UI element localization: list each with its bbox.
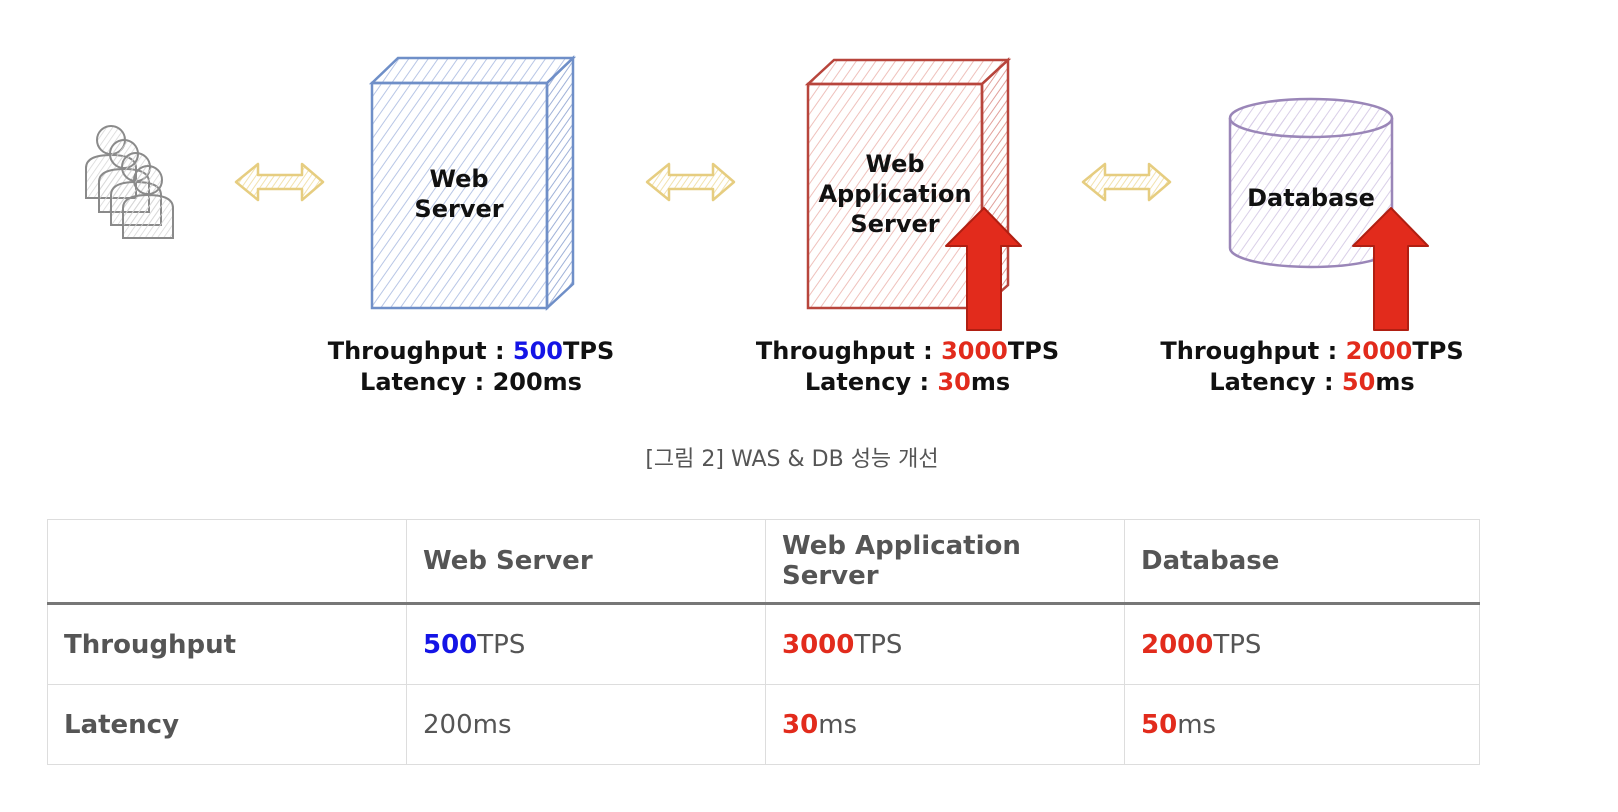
cell-unit: ms (818, 710, 857, 740)
latency-label: Latency : (1209, 368, 1333, 396)
row-label-throughput: Throughput (48, 604, 407, 685)
table-cell: 30ms (766, 685, 1125, 765)
latency-unit: ms (971, 368, 1010, 396)
throughput-unit: TPS (1412, 337, 1463, 365)
cell-number: 3000 (782, 630, 854, 660)
database-label: Database (1247, 184, 1375, 212)
was-label-line3: Server (850, 210, 939, 238)
table-header-row: Web Server Web Application Server Databa… (48, 520, 1480, 604)
throughput-value: 500 (513, 337, 563, 365)
table-header-database: Database (1125, 520, 1480, 604)
cell-unit: ms (1177, 710, 1216, 740)
throughput-unit: TPS (1008, 337, 1059, 365)
web-server-box: Web Server (372, 58, 573, 308)
database-metrics: Throughput : 2000TPS Latency : 50ms (1143, 336, 1481, 398)
table-header-empty (48, 520, 407, 604)
table-cell: 3000TPS (766, 604, 1125, 685)
latency-value: 30 (937, 368, 970, 396)
cell-unit: TPS (854, 630, 902, 660)
throughput-label: Throughput : (1160, 337, 1337, 365)
table-header-was: Web Application Server (766, 520, 1125, 604)
performance-table: Web Server Web Application Server Databa… (47, 519, 1480, 765)
throughput-value: 2000 (1346, 337, 1413, 365)
cell-number: 500 (423, 630, 477, 660)
was-label-line1: Web (865, 150, 924, 178)
figure-caption: [그림 2] WAS & DB 성능 개선 (0, 441, 1584, 473)
latency-label: Latency : (805, 368, 929, 396)
throughput-unit: TPS (563, 337, 614, 365)
was-metrics: Throughput : 3000TPS Latency : 30ms (740, 336, 1075, 398)
cell-unit: TPS (477, 630, 525, 660)
throughput-label: Throughput : (756, 337, 933, 365)
throughput-value: 3000 (941, 337, 1008, 365)
cell-number: 50 (1141, 710, 1177, 740)
web-server-label-line1: Web (429, 165, 488, 193)
web-server-throughput: Throughput : 500TPS (315, 336, 627, 367)
table-cell: 50ms (1125, 685, 1480, 765)
table-row: Latency 200ms 30ms 50ms (48, 685, 1480, 765)
table-cell: 2000TPS (1125, 604, 1480, 685)
latency-value: 200ms (493, 368, 582, 396)
table-cell: 500TPS (407, 604, 766, 685)
was-latency: Latency : 30ms (740, 367, 1075, 398)
web-server-label-line2: Server (414, 195, 503, 223)
latency-unit: ms (1375, 368, 1414, 396)
latency-value: 50 (1342, 368, 1375, 396)
was-throughput: Throughput : 3000TPS (740, 336, 1075, 367)
table-cell: 200ms (407, 685, 766, 765)
bidirectional-arrow-icon (236, 164, 323, 200)
users-icon (86, 126, 173, 238)
architecture-diagram: Web Server Web Application Server Databa… (0, 0, 1618, 420)
cell-number: 2000 (1141, 630, 1213, 660)
row-label-latency: Latency (48, 685, 407, 765)
web-server-metrics: Throughput : 500TPS Latency : 200ms (315, 336, 627, 398)
bidirectional-arrow-icon (647, 164, 734, 200)
table-header-web-server: Web Server (407, 520, 766, 604)
latency-label: Latency : (360, 368, 484, 396)
cell-unit: 200ms (423, 710, 512, 740)
throughput-label: Throughput : (328, 337, 505, 365)
database-throughput: Throughput : 2000TPS (1143, 336, 1481, 367)
cell-number: 30 (782, 710, 818, 740)
bidirectional-arrow-icon (1083, 164, 1170, 200)
table-row: Throughput 500TPS 3000TPS 2000TPS (48, 604, 1480, 685)
web-server-latency: Latency : 200ms (315, 367, 627, 398)
cell-unit: TPS (1213, 630, 1261, 660)
was-label-line2: Application (818, 180, 971, 208)
database-latency: Latency : 50ms (1143, 367, 1481, 398)
